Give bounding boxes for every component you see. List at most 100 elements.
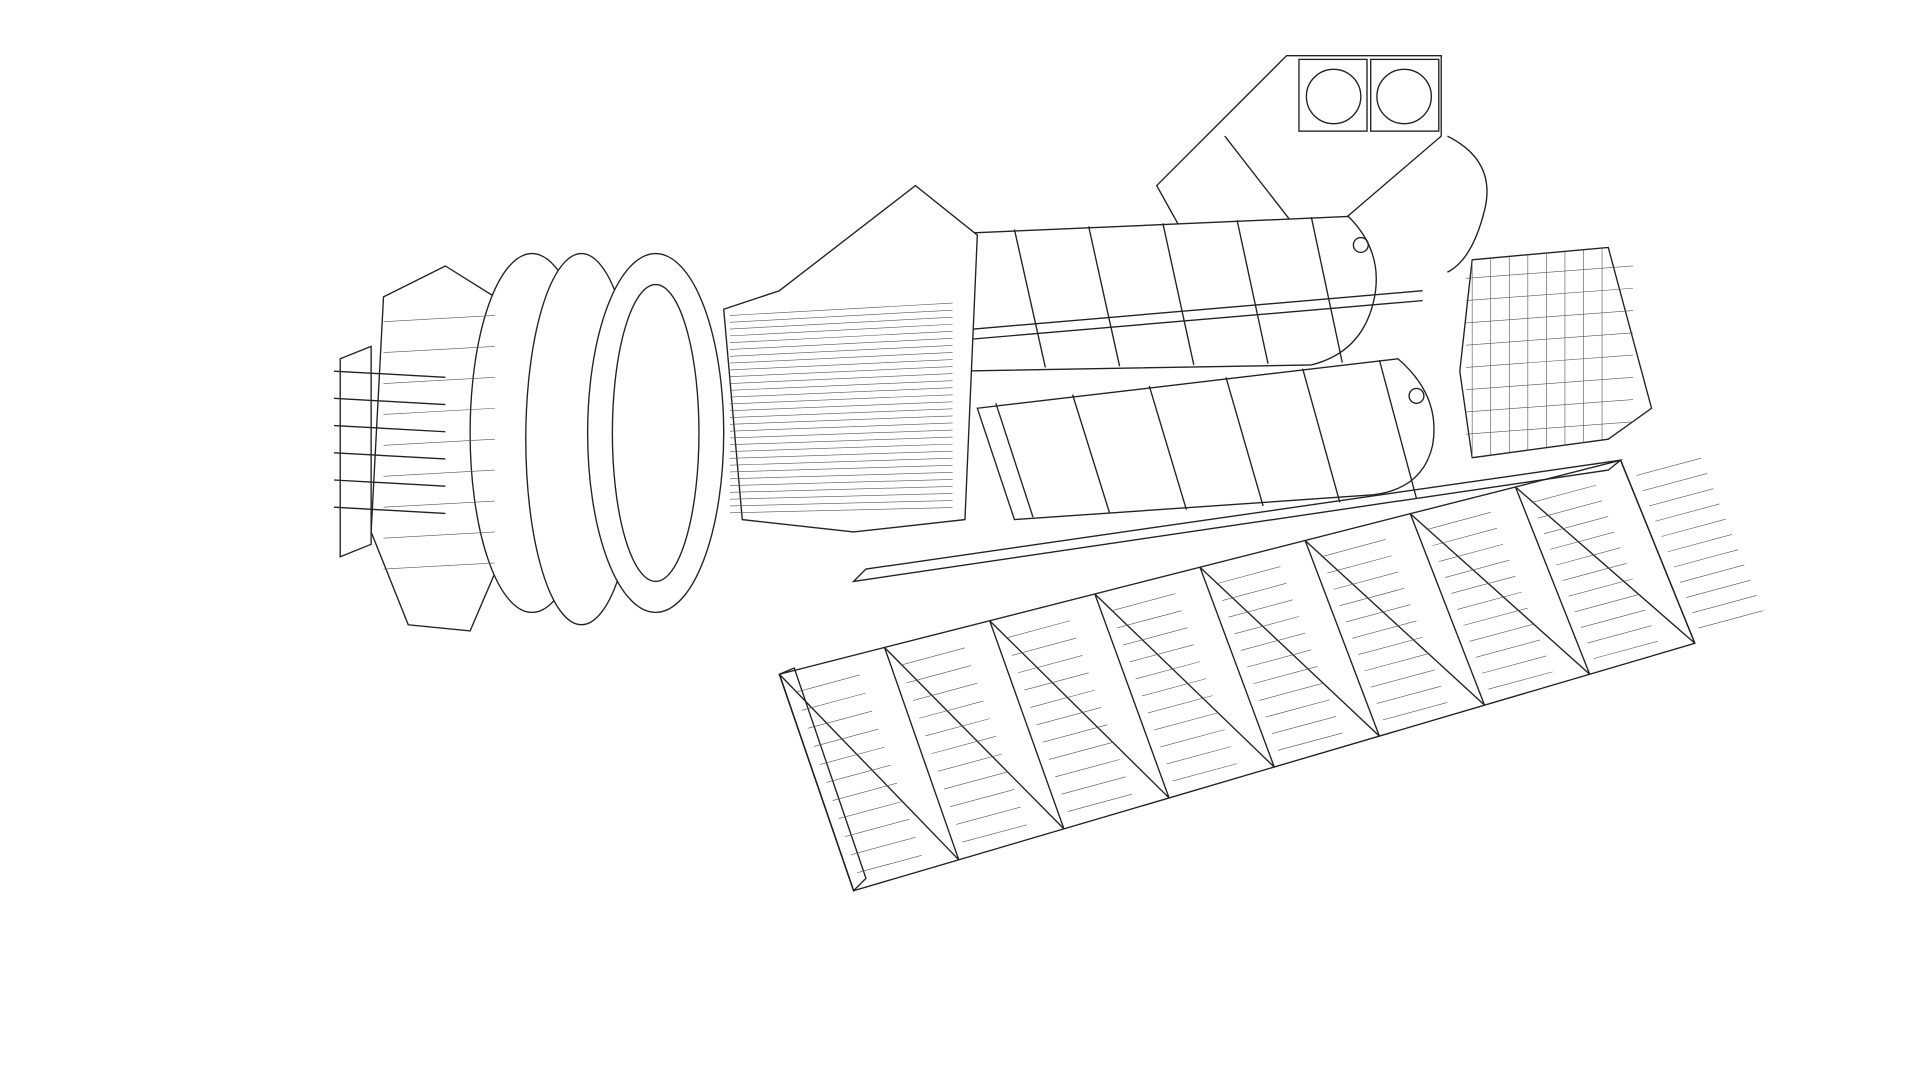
cylinder-line <box>729 352 953 364</box>
grating-line <box>1574 594 1640 613</box>
grating-line <box>1321 539 1386 558</box>
grating-line <box>1587 625 1652 644</box>
grating-line <box>807 710 873 729</box>
cylinder-line <box>729 408 953 418</box>
grating-line <box>1160 729 1225 748</box>
grating-line <box>857 855 922 873</box>
grating-line <box>1061 776 1126 795</box>
grating-line <box>956 806 1021 825</box>
right-frame <box>1459 246 1653 459</box>
grating-line <box>1593 641 1658 659</box>
grating-line <box>1438 543 1504 562</box>
cylinder-line <box>729 394 953 405</box>
cylinder-line <box>729 316 953 330</box>
grating-line <box>1030 689 1095 708</box>
burner-rod <box>333 506 446 515</box>
cylinder-line <box>729 479 953 486</box>
pipe-rack <box>915 299 1423 345</box>
tank-ring <box>1162 223 1195 366</box>
cylinder-line <box>729 415 953 425</box>
grating-line <box>1166 746 1232 765</box>
truss-post <box>1094 593 1170 799</box>
frame-bar <box>1465 377 1634 390</box>
burner-rod <box>333 424 446 433</box>
grating-line <box>1457 591 1522 610</box>
upper-tank <box>920 215 1377 372</box>
grating-line <box>1636 457 1702 476</box>
drum-rail <box>383 531 495 539</box>
cylinder-line <box>729 472 953 480</box>
drum-rail <box>383 469 495 477</box>
grating-line <box>1568 578 1634 597</box>
frame-bar <box>1465 332 1634 346</box>
grating-line <box>1277 732 1343 751</box>
truss-post <box>883 647 960 861</box>
truss-brace <box>989 620 1170 799</box>
cylinder-line <box>729 359 953 371</box>
grating-line <box>1667 534 1733 553</box>
grating-line <box>1055 759 1120 778</box>
tank-ring <box>1071 394 1111 514</box>
grating-line <box>1642 473 1708 492</box>
frame-bar <box>1465 399 1634 413</box>
cylinder-line <box>729 507 953 514</box>
tank-ring <box>1378 359 1418 499</box>
tank-segments <box>915 216 1423 518</box>
grating-line <box>943 771 1009 790</box>
truss-brace <box>1515 486 1696 644</box>
drum-rail <box>383 562 495 570</box>
truss-post <box>1619 459 1696 644</box>
grating-line <box>1679 564 1745 583</box>
tank-ring <box>1087 226 1121 367</box>
tank-ring <box>1148 385 1188 510</box>
grating-line <box>931 736 996 754</box>
grating-line <box>1216 566 1281 585</box>
grating-line <box>795 674 860 693</box>
burner-rod <box>333 479 446 487</box>
burner-rod <box>333 370 446 378</box>
drum-rail <box>383 500 495 508</box>
grating-line <box>1271 716 1337 735</box>
grating-line <box>1141 678 1207 697</box>
grating-line <box>937 753 1003 772</box>
grating-line <box>838 800 904 819</box>
grating-line <box>1228 599 1293 618</box>
pipe-rack <box>915 290 1423 335</box>
grating-line <box>1383 702 1448 721</box>
cylinder-line <box>729 366 953 378</box>
tank-ring <box>1236 220 1269 364</box>
truss-post <box>1514 486 1591 675</box>
burner-nozzles <box>333 370 446 515</box>
grating-line <box>1556 547 1621 566</box>
grating-line <box>1036 707 1102 726</box>
grating-line <box>1698 610 1763 629</box>
cylinder-line <box>729 436 953 446</box>
grating-line <box>900 647 966 666</box>
grating-line <box>1135 661 1201 680</box>
grating-line <box>1265 699 1330 718</box>
truss-post <box>1304 540 1381 737</box>
grating-line <box>1432 528 1497 546</box>
grating-line <box>1661 518 1726 537</box>
grating-line <box>1686 579 1751 598</box>
grating-line <box>1673 549 1739 568</box>
cylinder-line <box>729 387 953 398</box>
drum-rail <box>383 346 495 353</box>
burner-rod <box>333 452 446 460</box>
tank-ring <box>1302 368 1341 503</box>
grating-line <box>1048 741 1114 760</box>
truss-brace <box>1094 593 1275 768</box>
grating-line <box>1692 595 1757 614</box>
grating-line <box>1333 571 1399 590</box>
truss-post <box>1409 513 1486 706</box>
grating-line <box>1648 488 1714 507</box>
cylinder-line <box>729 373 953 384</box>
grating-line <box>1655 503 1720 522</box>
truss-post <box>778 674 855 891</box>
truss-brace <box>1409 513 1591 675</box>
tank-ring <box>995 403 1034 518</box>
grating-line <box>1123 627 1188 646</box>
cylinder-line <box>729 486 953 493</box>
truss-brace <box>1304 539 1485 706</box>
